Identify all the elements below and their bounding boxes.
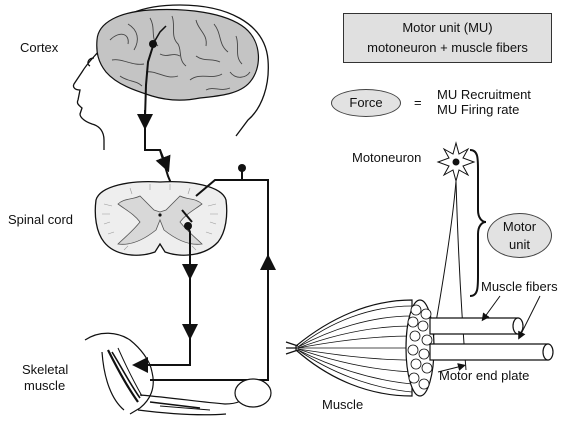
spinal-cord-section bbox=[95, 182, 226, 256]
force-ellipse: Force bbox=[331, 89, 401, 117]
motor-unit-definition-box: Motor unit (MU) motoneuron + muscle fibe… bbox=[343, 13, 552, 63]
mu-recruitment-label: MU Recruitment bbox=[437, 87, 531, 103]
muscle-fibers-label: Muscle fibers bbox=[481, 279, 558, 295]
equals-sign: = bbox=[414, 95, 422, 111]
motor-unit-bubble-line2: unit bbox=[509, 236, 530, 254]
muscle-fibers bbox=[430, 318, 553, 360]
spinal-cord-label: Spinal cord bbox=[8, 212, 73, 228]
arm-drawing bbox=[85, 333, 246, 415]
brain bbox=[97, 10, 259, 101]
motoneuron-cell bbox=[432, 143, 474, 370]
muscle-bundle bbox=[286, 300, 434, 396]
motor-unit-brace bbox=[470, 150, 486, 296]
force-label: Force bbox=[349, 94, 382, 112]
motor-unit-bubble-line1: Motor bbox=[503, 218, 536, 236]
motoneuron-label: Motoneuron bbox=[352, 150, 421, 166]
weight-ball bbox=[235, 379, 271, 407]
mu-firing-rate-label: MU Firing rate bbox=[437, 102, 519, 118]
motor-unit-bubble: Motor unit bbox=[487, 213, 552, 258]
skeletal-muscle-label-line1: Skeletal bbox=[22, 362, 68, 378]
motor-unit-title: Motor unit (MU) bbox=[344, 20, 551, 35]
skeletal-muscle-label-line2: muscle bbox=[24, 378, 65, 394]
muscle-label: Muscle bbox=[322, 397, 363, 413]
motor-end-plate-label: Motor end plate bbox=[439, 368, 529, 384]
cortex-label: Cortex bbox=[20, 40, 58, 56]
motor-unit-definition: motoneuron + muscle fibers bbox=[344, 40, 551, 55]
